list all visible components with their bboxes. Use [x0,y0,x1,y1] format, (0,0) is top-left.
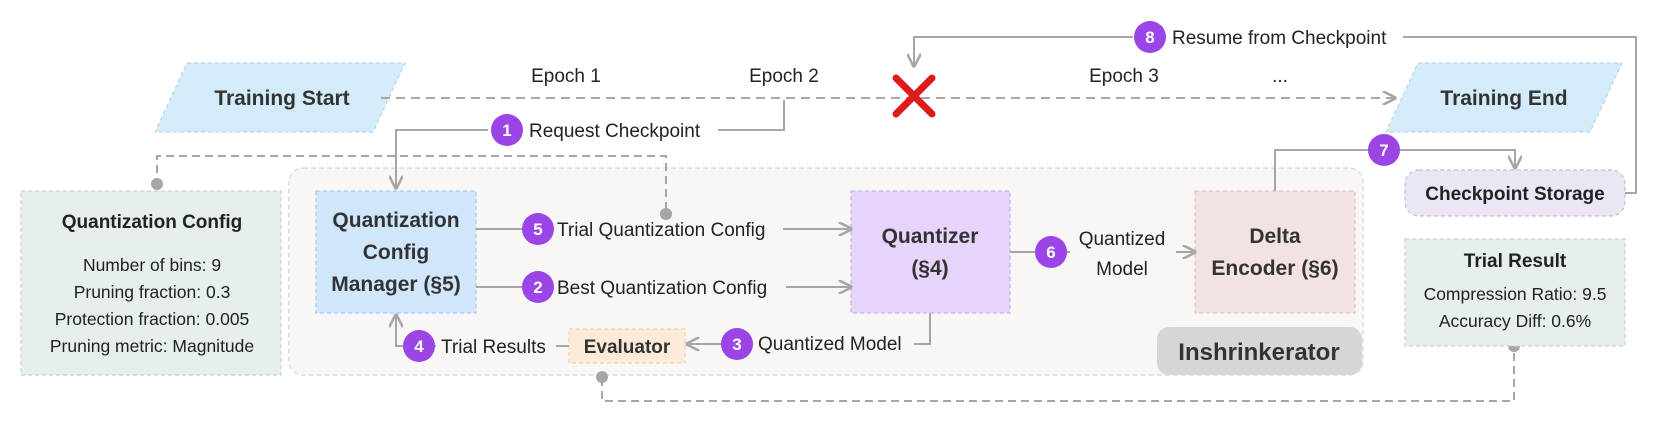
training-start-shape [154,62,406,133]
config-manager-label: Manager (§5) [331,273,461,296]
step-5-number: 5 [533,220,542,239]
delta-encoder-box [1194,190,1356,314]
training-end-label: Training End [1440,87,1567,110]
config-manager-label: Config [363,241,429,264]
step-8-badge: 8 [1134,21,1166,53]
step-6-label: Model [1096,259,1148,280]
evaluator-label: Evaluator [584,337,671,358]
training-start-label: Training Start [214,87,349,110]
step-1-badge: 1 [491,114,523,146]
step-8-label: Resume from Checkpoint [1172,28,1387,49]
checkpoint-storage-box [1404,169,1626,217]
step-6-badge: 6 [1035,236,1067,268]
step-3-number: 3 [732,335,741,354]
step-8-label-bg [1133,22,1403,52]
step-2-label: Best Quantization Config [557,278,767,299]
quantizer-label: Quantizer [882,225,979,248]
resume-arrow [914,36,1637,194]
step-7-number: 7 [1379,141,1388,160]
evaluator-box [568,328,686,364]
trial-result-line: Accuracy Diff: 0.6% [1439,311,1591,331]
quant-config-note [20,190,282,376]
delta-encoder-label: Delta [1249,225,1301,248]
epoch-2-label: Epoch 2 [749,66,819,87]
epoch-1-label: Epoch 1 [531,66,601,87]
step-3-label-bg [752,330,914,358]
step-4-label-bg [436,332,556,360]
quantizer-label: (§4) [911,257,948,280]
quant-config-line: Number of bins: 9 [83,255,221,275]
step-3-label: Quantized Model [758,334,902,355]
trial-result-link [601,346,1515,402]
inshrinkerator-badge [1157,327,1362,375]
delta-encoder-label: Encoder (§6) [1211,257,1338,280]
config-link-dot [151,178,163,190]
step-4-badge: 4 [403,330,435,362]
step-3-badge: 3 [721,328,753,360]
config-link [156,155,667,214]
quantizer-box [850,190,1011,314]
config-manager-box [315,190,477,314]
step-6-label: Quantized [1079,229,1166,250]
training-end-shape [1385,62,1623,133]
step-2-badge: 2 [522,271,554,303]
trial-result-line: Compression Ratio: 9.5 [1424,284,1607,304]
step-5-label: Trial Quantization Config [557,220,765,241]
step-6-number: 6 [1046,243,1055,262]
failure-cross-icon [892,74,936,118]
quant-config-title: Quantization Config [62,212,242,233]
step-4-label: Trial Results [441,337,546,358]
trial-result-title: Trial Result [1464,251,1567,272]
quant-config-line: Pruning fraction: 0.3 [74,282,231,302]
step-2-number: 2 [533,278,542,297]
config-manager-label: Quantization [332,209,459,232]
epoch-more-label: ... [1272,66,1288,87]
step-1-number: 1 [502,121,511,140]
quant-config-line: Protection fraction: 0.005 [55,309,250,329]
checkpoint-storage-label: Checkpoint Storage [1425,184,1604,205]
inshrinkerator-label: Inshrinkerator [1178,339,1339,366]
step-1-label-bg [488,116,718,146]
step-8-number: 8 [1145,28,1154,47]
step-2-label-bg [551,273,786,301]
step-6-label-bg [1070,222,1176,282]
quant-config-line: Pruning metric: Magnitude [50,336,254,356]
step-5-badge: 5 [522,213,554,245]
epoch-3-label: Epoch 3 [1089,66,1159,87]
trial-result-note [1404,238,1626,347]
step-4-number: 4 [414,337,424,356]
step-7-badge: 7 [1368,134,1400,166]
step-1-label: Request Checkpoint [529,121,701,142]
trial-result-link-dot [596,371,608,383]
config-link-dot-3 [660,208,672,220]
